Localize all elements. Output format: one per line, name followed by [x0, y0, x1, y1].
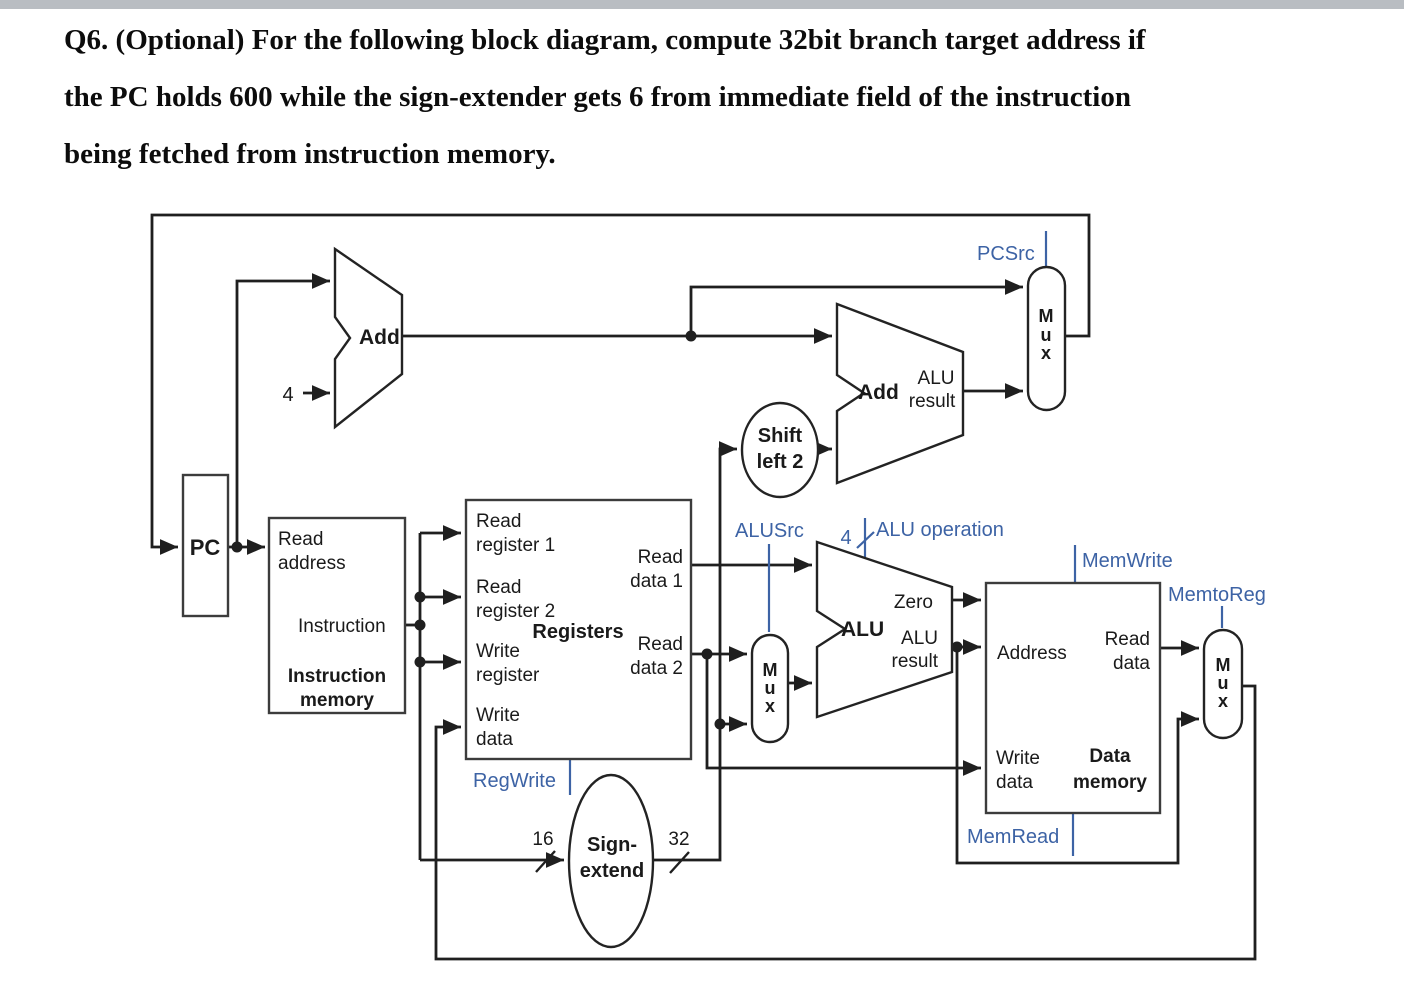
imem-name-2: memory	[300, 690, 374, 711]
bus-width-tick-32	[669, 851, 690, 874]
question-text: Q6. (Optional) For the following block d…	[64, 12, 1324, 183]
reg-read-register1-label-1: Read	[476, 511, 521, 532]
alusrc-mux-letter-x: x	[765, 696, 775, 716]
branch-adder-result-1: ALU	[918, 368, 955, 389]
shift-left2-block	[740, 401, 820, 499]
registers-block	[464, 498, 693, 761]
alusrc-mux-letter-u: u	[765, 678, 776, 698]
memwrite-signal-label: MemWrite	[1082, 550, 1173, 572]
sign-extend-label-2: extend	[580, 860, 644, 882]
pc-adder-block	[333, 246, 404, 430]
bus-width-16-label: 16	[532, 829, 553, 850]
imem-instruction-label: Instruction	[298, 616, 386, 637]
junction-bus-write-register	[414, 656, 426, 668]
reg-read-register1-label-2: register 1	[476, 535, 555, 556]
sign-extend-block	[567, 773, 655, 949]
pc-adder-label: Add	[359, 326, 400, 349]
junction-pc4	[685, 330, 697, 342]
alusrc-mux	[750, 633, 790, 744]
registers-name: Registers	[532, 621, 623, 643]
wire-pc-to-adder	[235, 272, 330, 547]
wire-sign-extend-to-shiftleft2	[653, 440, 737, 862]
pcsrc-signal-label: PCSrc	[977, 243, 1035, 265]
memtoreg-signal-label: MemtoReg	[1168, 584, 1266, 606]
wire-memtoreg-mux-to-write-data	[434, 684, 1257, 961]
window-top-bar	[0, 0, 1404, 9]
imem-read-address-label-1: Read	[278, 529, 323, 550]
alu-label: ALU	[841, 618, 884, 641]
dmem-name-1: Data	[1089, 746, 1131, 767]
question-line-2: the PC holds 600 while the sign-extender…	[64, 81, 1131, 113]
alu-result-label-2: result	[892, 651, 939, 672]
pc-block	[181, 473, 230, 618]
reg-read-register2-label-2: register 2	[476, 601, 555, 622]
wire-pc4-to-pcsrc-mux	[689, 278, 1023, 336]
memtoreg-mux-letter-x: x	[1218, 691, 1228, 711]
junction-sign-extend-branch	[714, 718, 726, 730]
pcsrc-mux-letter-x: x	[1041, 343, 1051, 363]
reg-write-register-label-2: register	[476, 665, 540, 686]
branch-adder-label: Add	[858, 381, 899, 404]
shift-left2-label-2: left 2	[757, 451, 804, 473]
junction-pc-out	[231, 541, 243, 553]
signal-tick-alu-operation	[856, 531, 875, 549]
reg-write-register-label-1: Write	[476, 641, 520, 662]
alu-block	[815, 540, 954, 719]
instruction-memory-block	[267, 516, 407, 715]
imem-name-1: Instruction	[288, 666, 386, 687]
wire-alu-result-to-memtoreg-mux	[955, 647, 1199, 865]
shift-left2-label-1: Shift	[758, 425, 803, 447]
question-line-1: Q6. (Optional) For the following block d…	[64, 24, 1146, 56]
alu-operation-bits-label: 4	[840, 527, 851, 549]
dmem-write-data-label-2: data	[996, 772, 1033, 793]
dmem-write-data-label-1: Write	[996, 748, 1040, 769]
alu-result-label-1: ALU	[901, 628, 938, 649]
reg-write-data-label-2: data	[476, 729, 513, 750]
memtoreg-mux-letter-u: u	[1218, 673, 1229, 693]
question-line-3: being fetched from instruction memory.	[64, 138, 556, 170]
reg-read-data2-label-2: data 2	[630, 658, 683, 679]
pc-label: PC	[190, 535, 221, 560]
memtoreg-mux	[1202, 628, 1244, 740]
dmem-name-2: memory	[1073, 772, 1147, 793]
alu-zero-label: Zero	[894, 592, 933, 613]
wire-read-data2-to-data-memory-write	[705, 654, 981, 777]
pcsrc-mux	[1026, 265, 1067, 412]
pcsrc-mux-letter-m: M	[1039, 306, 1054, 326]
dmem-read-data-label-1: Read	[1105, 629, 1150, 650]
alusrc-signal-label: ALUSrc	[735, 520, 804, 542]
reg-read-data1-label-2: data 1	[630, 571, 683, 592]
branch-adder-result-2: result	[909, 391, 956, 412]
junction-read-data2	[701, 648, 713, 660]
bus-width-tick-16	[535, 850, 556, 873]
alusrc-mux-letter-m: M	[763, 660, 778, 680]
imem-read-address-label-2: address	[278, 553, 346, 574]
constant-4-label: 4	[282, 384, 293, 406]
regwrite-signal-label: RegWrite	[473, 770, 556, 792]
memread-signal-label: MemRead	[967, 826, 1059, 848]
reg-write-data-label-1: Write	[476, 705, 520, 726]
branch-adder-block	[835, 302, 965, 485]
reg-read-register2-label-1: Read	[476, 577, 521, 598]
junction-bus-read-register2	[414, 591, 426, 603]
dmem-address-label: Address	[997, 643, 1067, 664]
wire-pcsrc-mux-feedback-to-pc	[150, 213, 1091, 556]
data-memory-block	[984, 581, 1162, 815]
junction-alu-result	[951, 641, 963, 653]
junction-bus-instruction	[414, 619, 426, 631]
reg-read-data1-label-1: Read	[638, 547, 683, 568]
pcsrc-mux-letter-u: u	[1041, 325, 1052, 345]
memtoreg-mux-letter-m: M	[1216, 655, 1231, 675]
sign-extend-label-1: Sign-	[587, 834, 637, 856]
bus-width-32-label: 32	[668, 829, 689, 850]
dmem-read-data-label-2: data	[1113, 653, 1150, 674]
reg-read-data2-label-1: Read	[638, 634, 683, 655]
alu-operation-signal-label: ALU operation	[876, 519, 1004, 541]
